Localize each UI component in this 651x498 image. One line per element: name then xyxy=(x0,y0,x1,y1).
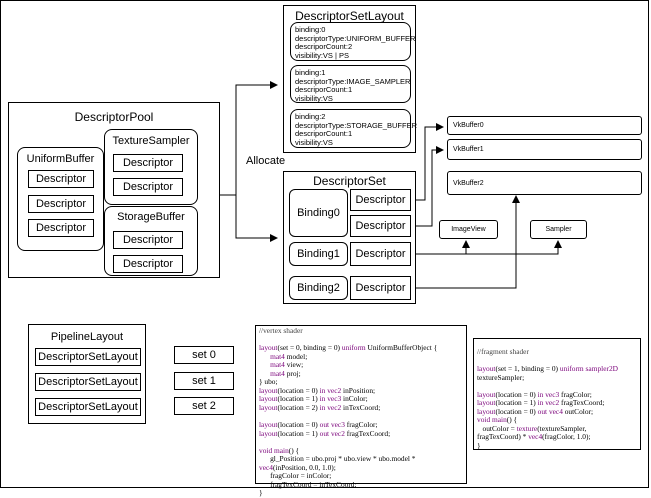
vertex-shader-code-line: } ubo; xyxy=(259,377,278,387)
vertex-shader-code-line: layout(location = 1) in vec3 inColor; xyxy=(259,394,368,404)
binding0-descriptor: Descriptor xyxy=(350,215,411,237)
pipeline-layout-title: PipelineLayout xyxy=(50,331,124,343)
fragment-shader-header: //fragment shader xyxy=(477,347,529,356)
vertex-shader-header: //vertex shader xyxy=(259,326,303,335)
binding1-descriptor: Descriptor xyxy=(350,242,411,266)
vertex-shader-code-line: fragTexCoord = inTexCoord; xyxy=(259,479,357,489)
diagram-frame xyxy=(0,0,649,488)
layout-binding-0: binding:0 descriptorType:UNIFORM_BUFFER … xyxy=(290,22,415,61)
set-1-label: set 1 xyxy=(174,372,234,390)
fragment-shader-code-line: layout(set = 1, binding = 0) uniform sam… xyxy=(477,364,618,373)
fragment-shader-code-line: layout(location = 1) in vec2 fragTexCoor… xyxy=(477,398,605,408)
allocate-connector xyxy=(220,81,278,196)
fragment-shader-code-line: layout(location = 0) in vec3 fragColor; xyxy=(477,389,592,399)
allocate-connector-to-set xyxy=(235,195,278,242)
binding0-to-vkbuffer0 xyxy=(411,123,444,201)
descriptor-set-layout: DescriptorSetLayout binding:0 descriptor… xyxy=(283,5,417,153)
imageview: ImageView xyxy=(439,220,498,239)
uniform-buffer-title: UniformBuffer xyxy=(26,153,95,165)
fragment-shader-code-line: void main() { xyxy=(477,415,518,425)
texture-sampler-group: TextureSampler Descriptor Descriptor xyxy=(104,129,198,205)
binding1-to-sampler xyxy=(466,240,562,255)
storage-buffer-group: StorageBuffer Descriptor Descriptor xyxy=(104,206,198,276)
layout-binding-1: binding:1 descriptorType:IMAGE_SAMPLER d… xyxy=(290,65,411,103)
uniform-descriptor: Descriptor xyxy=(28,219,94,237)
fragment-shader-code-line: textureSampler; xyxy=(477,372,525,382)
allocate-label: Allocate xyxy=(246,155,286,167)
binding2-to-vkbuffer2 xyxy=(411,195,520,289)
binding2-box: Binding2 xyxy=(289,276,348,300)
vkbuffer2: VkBuffer2 xyxy=(447,171,642,195)
uniform-descriptor: Descriptor xyxy=(28,195,94,213)
vertex-shader-box: //vertex shader layout(set = 0, binding … xyxy=(255,325,467,497)
layout-binding-1-text: binding:1 descriptorType:IMAGE_SAMPLER d… xyxy=(295,68,411,103)
binding0-descriptor: Descriptor xyxy=(350,189,411,211)
layout-binding-2-text: binding:2 descriptorType:STORAGE_BUFFER … xyxy=(295,112,417,147)
vertex-shader-code-line: vec4(inPosition, 0.0, 1.0); xyxy=(259,462,336,472)
texture-sampler-title: TextureSampler xyxy=(112,135,190,147)
storage-descriptor: Descriptor xyxy=(113,231,183,249)
pipeline-descriptor-set-layout: DescriptorSetLayout xyxy=(35,398,141,416)
binding1-box: Binding1 xyxy=(289,242,348,266)
storage-buffer-title: StorageBuffer xyxy=(117,211,185,223)
layout-binding-0-text: binding:0 descriptorType:UNIFORM_BUFFER … xyxy=(295,25,416,60)
vertex-shader-code-line: layout(location = 0) in vec2 inPosition; xyxy=(259,385,376,395)
vertex-shader-code-line: fragColor = inColor; xyxy=(259,471,332,481)
descriptor-set: DescriptorSet Binding0 Descriptor Descri… xyxy=(283,171,416,304)
binding0-box: Binding0 xyxy=(289,189,348,237)
texture-descriptor: Descriptor xyxy=(113,178,183,196)
fragment-shader-code-line: outColor = texture(textureSampler, xyxy=(477,423,587,433)
binding0-to-vkbuffer1 xyxy=(411,146,444,227)
vertex-shader-code-line: mat4 proj; xyxy=(270,368,301,378)
binding2-descriptor: Descriptor xyxy=(350,276,411,300)
pipeline-layout: PipelineLayout DescriptorSetLayout Descr… xyxy=(28,324,146,424)
fragment-shader-code-line: fragTexCoord) * vec4(fragColor, 1.0); xyxy=(477,432,591,442)
vertex-shader-code-line: void main() { xyxy=(259,445,300,455)
vertex-shader-code-line: } xyxy=(259,488,263,498)
vkbuffer0: VkBuffer0 xyxy=(447,116,642,135)
set-2-label: set 2 xyxy=(174,397,234,415)
vertex-shader-code-line: layout(location = 2) in vec2 inTexCoord; xyxy=(259,402,381,412)
fragment-shader-box: //fragment shader layout(set = 1, bindin… xyxy=(473,338,641,450)
vertex-shader-code-line: mat4 model; xyxy=(270,351,308,361)
uniform-buffer-group: UniformBuffer Descriptor Descriptor Desc… xyxy=(17,147,104,251)
set-0-label: set 0 xyxy=(174,346,234,364)
sampler: Sampler xyxy=(530,220,587,239)
pipeline-descriptor-set-layout: DescriptorSetLayout xyxy=(35,348,141,366)
fragment-shader-code-line: layout(location = 0) out vec4 outColor; xyxy=(477,406,594,416)
layout-binding-2: binding:2 descriptorType:STORAGE_BUFFER … xyxy=(290,109,417,148)
vertex-shader-code-line: layout(set = 0, binding = 0) uniform Uni… xyxy=(259,343,438,352)
pipeline-descriptor-set-layout: DescriptorSetLayout xyxy=(35,373,141,391)
vertex-shader-code-line: layout(location = 0) out vec3 fragColor; xyxy=(259,419,378,429)
descriptor-set-layout-title: DescriptorSetLayout xyxy=(295,9,404,23)
vkbuffer1: VkBuffer1 xyxy=(447,139,642,160)
fragment-shader-code-line: } xyxy=(477,440,481,450)
binding1-to-imageview xyxy=(411,240,470,255)
uniform-descriptor: Descriptor xyxy=(28,170,94,188)
vertex-shader-code-line: layout(location = 1) out vec2 fragTexCoo… xyxy=(259,428,391,438)
vertex-shader-code-line: gl_Position = ubo.proj * ubo.view * ubo.… xyxy=(259,454,416,464)
descriptor-set-title: DescriptorSet xyxy=(313,174,386,188)
storage-descriptor: Descriptor xyxy=(113,255,183,273)
descriptor-pool-title: DescriptorPool xyxy=(74,110,154,124)
vertex-shader-code-line: mat4 view; xyxy=(270,360,304,370)
descriptor-pool: DescriptorPool UniformBuffer Descriptor … xyxy=(8,102,220,278)
texture-descriptor: Descriptor xyxy=(113,154,183,172)
